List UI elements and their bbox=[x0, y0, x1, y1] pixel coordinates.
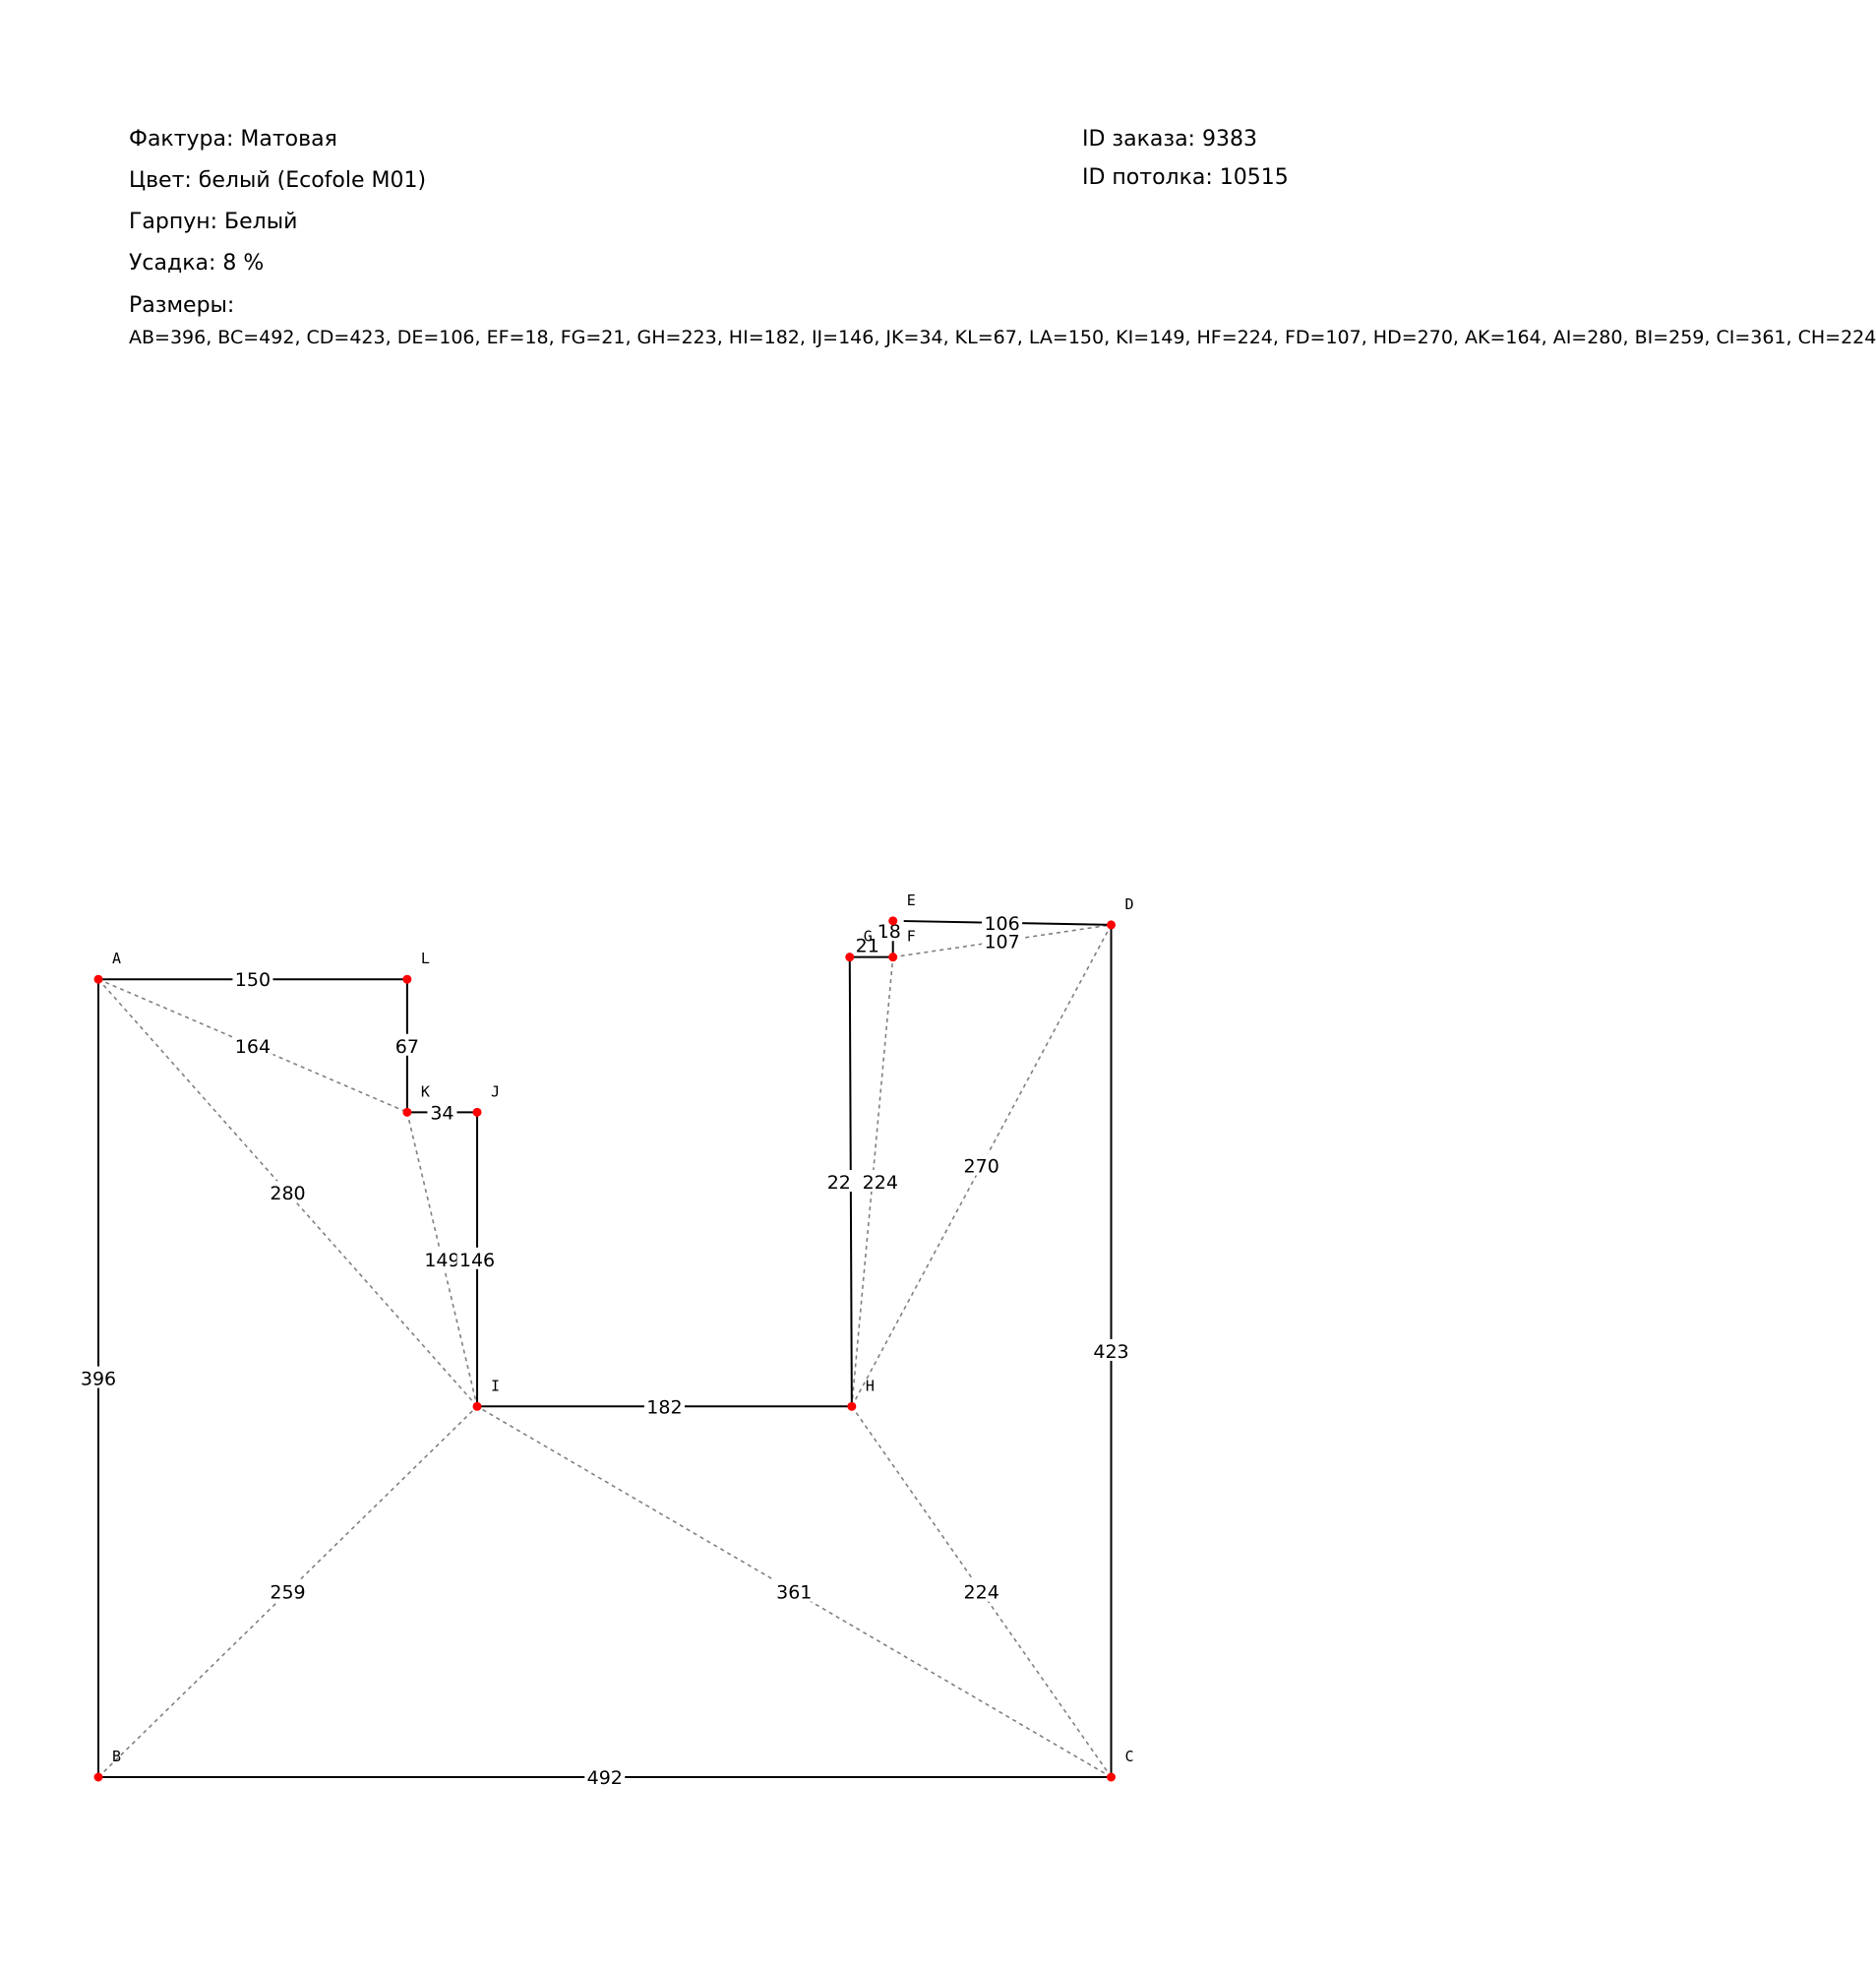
edge-label-KL: 67 bbox=[395, 1036, 419, 1058]
point-E bbox=[888, 916, 898, 926]
point-H bbox=[847, 1401, 857, 1411]
edge-label-HD: 270 bbox=[964, 1156, 999, 1178]
point-K bbox=[402, 1107, 412, 1117]
point-label-K: K bbox=[421, 1082, 430, 1100]
edge-label-bg-LA bbox=[232, 967, 273, 990]
point-C bbox=[1107, 1772, 1117, 1782]
sizes-list: AB=396, BC=492, CD=423, DE=106, EF=18, F… bbox=[129, 327, 1876, 348]
edge-label-bg-FG bbox=[852, 933, 882, 955]
edge-label-DE: 106 bbox=[984, 913, 1019, 935]
shrink-line: Усадка: 8 % bbox=[129, 251, 265, 276]
edge-label-bg-HI bbox=[643, 1394, 685, 1417]
point-label-G: G bbox=[864, 928, 873, 946]
edge-label-AI: 280 bbox=[270, 1183, 305, 1204]
edge-label-AK: 164 bbox=[235, 1036, 271, 1058]
point-A bbox=[93, 974, 103, 984]
edge-label-BC: 492 bbox=[587, 1767, 623, 1789]
point-label-H: H bbox=[866, 1377, 875, 1394]
edge-label-bg-BI bbox=[268, 1579, 309, 1602]
edge-label-LA: 150 bbox=[235, 969, 271, 991]
point-label-A: A bbox=[112, 950, 121, 967]
point-L bbox=[402, 974, 412, 984]
ceiling-drawing: 149 224 107 270 164 280 259 361 224 396 492 423 106 1… bbox=[78, 891, 1134, 1789]
point-label-L: L bbox=[421, 950, 430, 967]
edge-label-GH: 22 bbox=[827, 1172, 851, 1194]
edge-label-bg-BC bbox=[584, 1765, 626, 1787]
edge-label-bg-KI bbox=[421, 1247, 462, 1269]
edge-label-HF: 224 bbox=[863, 1172, 898, 1194]
edge-label-bg-HF bbox=[860, 1169, 901, 1192]
point-J bbox=[472, 1107, 482, 1117]
edge-label-bg-GH bbox=[823, 1169, 854, 1192]
order-id: ID заказа: 9383 bbox=[1082, 127, 1257, 152]
edge-label-bg-JK bbox=[427, 1100, 457, 1123]
point-I bbox=[472, 1401, 482, 1411]
edge-label-bg-CD bbox=[1091, 1338, 1132, 1361]
edge-label-EF: 18 bbox=[877, 921, 901, 943]
points-layer: A B C D E F G H I J K L bbox=[93, 892, 1134, 1782]
edge-label-AB: 396 bbox=[81, 1369, 116, 1390]
point-label-I: I bbox=[491, 1377, 500, 1394]
point-label-C: C bbox=[1125, 1748, 1134, 1765]
edge-label-bg-CI bbox=[773, 1579, 815, 1602]
edge-label-BI: 259 bbox=[270, 1582, 305, 1604]
edge-label-bg-HD bbox=[961, 1153, 1002, 1176]
edge-label-bg-FD bbox=[982, 929, 1023, 952]
edge-label-bg-AB bbox=[78, 1366, 119, 1388]
harpoon-line: Гарпун: Белый bbox=[129, 210, 298, 234]
edge-label-CI: 361 bbox=[776, 1582, 812, 1604]
point-label-F: F bbox=[907, 928, 916, 946]
edge-label-KI: 149 bbox=[424, 1250, 459, 1271]
point-label-D: D bbox=[1125, 895, 1134, 913]
point-label-E: E bbox=[907, 892, 916, 909]
sizes-label: Размеры: bbox=[129, 293, 235, 318]
edge-label-bg-DE bbox=[982, 910, 1023, 933]
color-line: Цвет: белый (Ecofole M01) bbox=[129, 168, 427, 193]
edge-label-bg-KL bbox=[392, 1033, 422, 1056]
point-label-J: J bbox=[491, 1082, 500, 1100]
edge-label-bg-AK bbox=[232, 1033, 273, 1056]
texture-line: Фактура: Матовая bbox=[129, 127, 337, 152]
edge-label-bg-CH bbox=[961, 1579, 1002, 1602]
edge-label-bg-IJ bbox=[456, 1247, 498, 1269]
edges-layer: 149 224 107 270 164 280 259 361 224 396 492 423 106 1… bbox=[78, 910, 1132, 1789]
edge-label-bg-AI bbox=[268, 1181, 309, 1203]
edge-BI bbox=[97, 1405, 478, 1778]
point-G bbox=[845, 953, 855, 962]
edge-label-FD: 107 bbox=[984, 931, 1019, 953]
point-D bbox=[1107, 920, 1117, 930]
ceiling-id: ID потолка: 10515 bbox=[1082, 165, 1289, 190]
point-label-B: B bbox=[112, 1748, 121, 1765]
point-F bbox=[888, 953, 898, 962]
edge-label-IJ: 146 bbox=[459, 1250, 495, 1271]
point-B bbox=[93, 1772, 103, 1782]
edge-label-HI: 182 bbox=[646, 1396, 682, 1418]
edge-label-FG: 21 bbox=[856, 936, 879, 957]
edge-label-CD: 423 bbox=[1093, 1341, 1128, 1363]
edge-label-CH: 224 bbox=[964, 1582, 999, 1604]
edge-label-JK: 34 bbox=[430, 1102, 454, 1124]
